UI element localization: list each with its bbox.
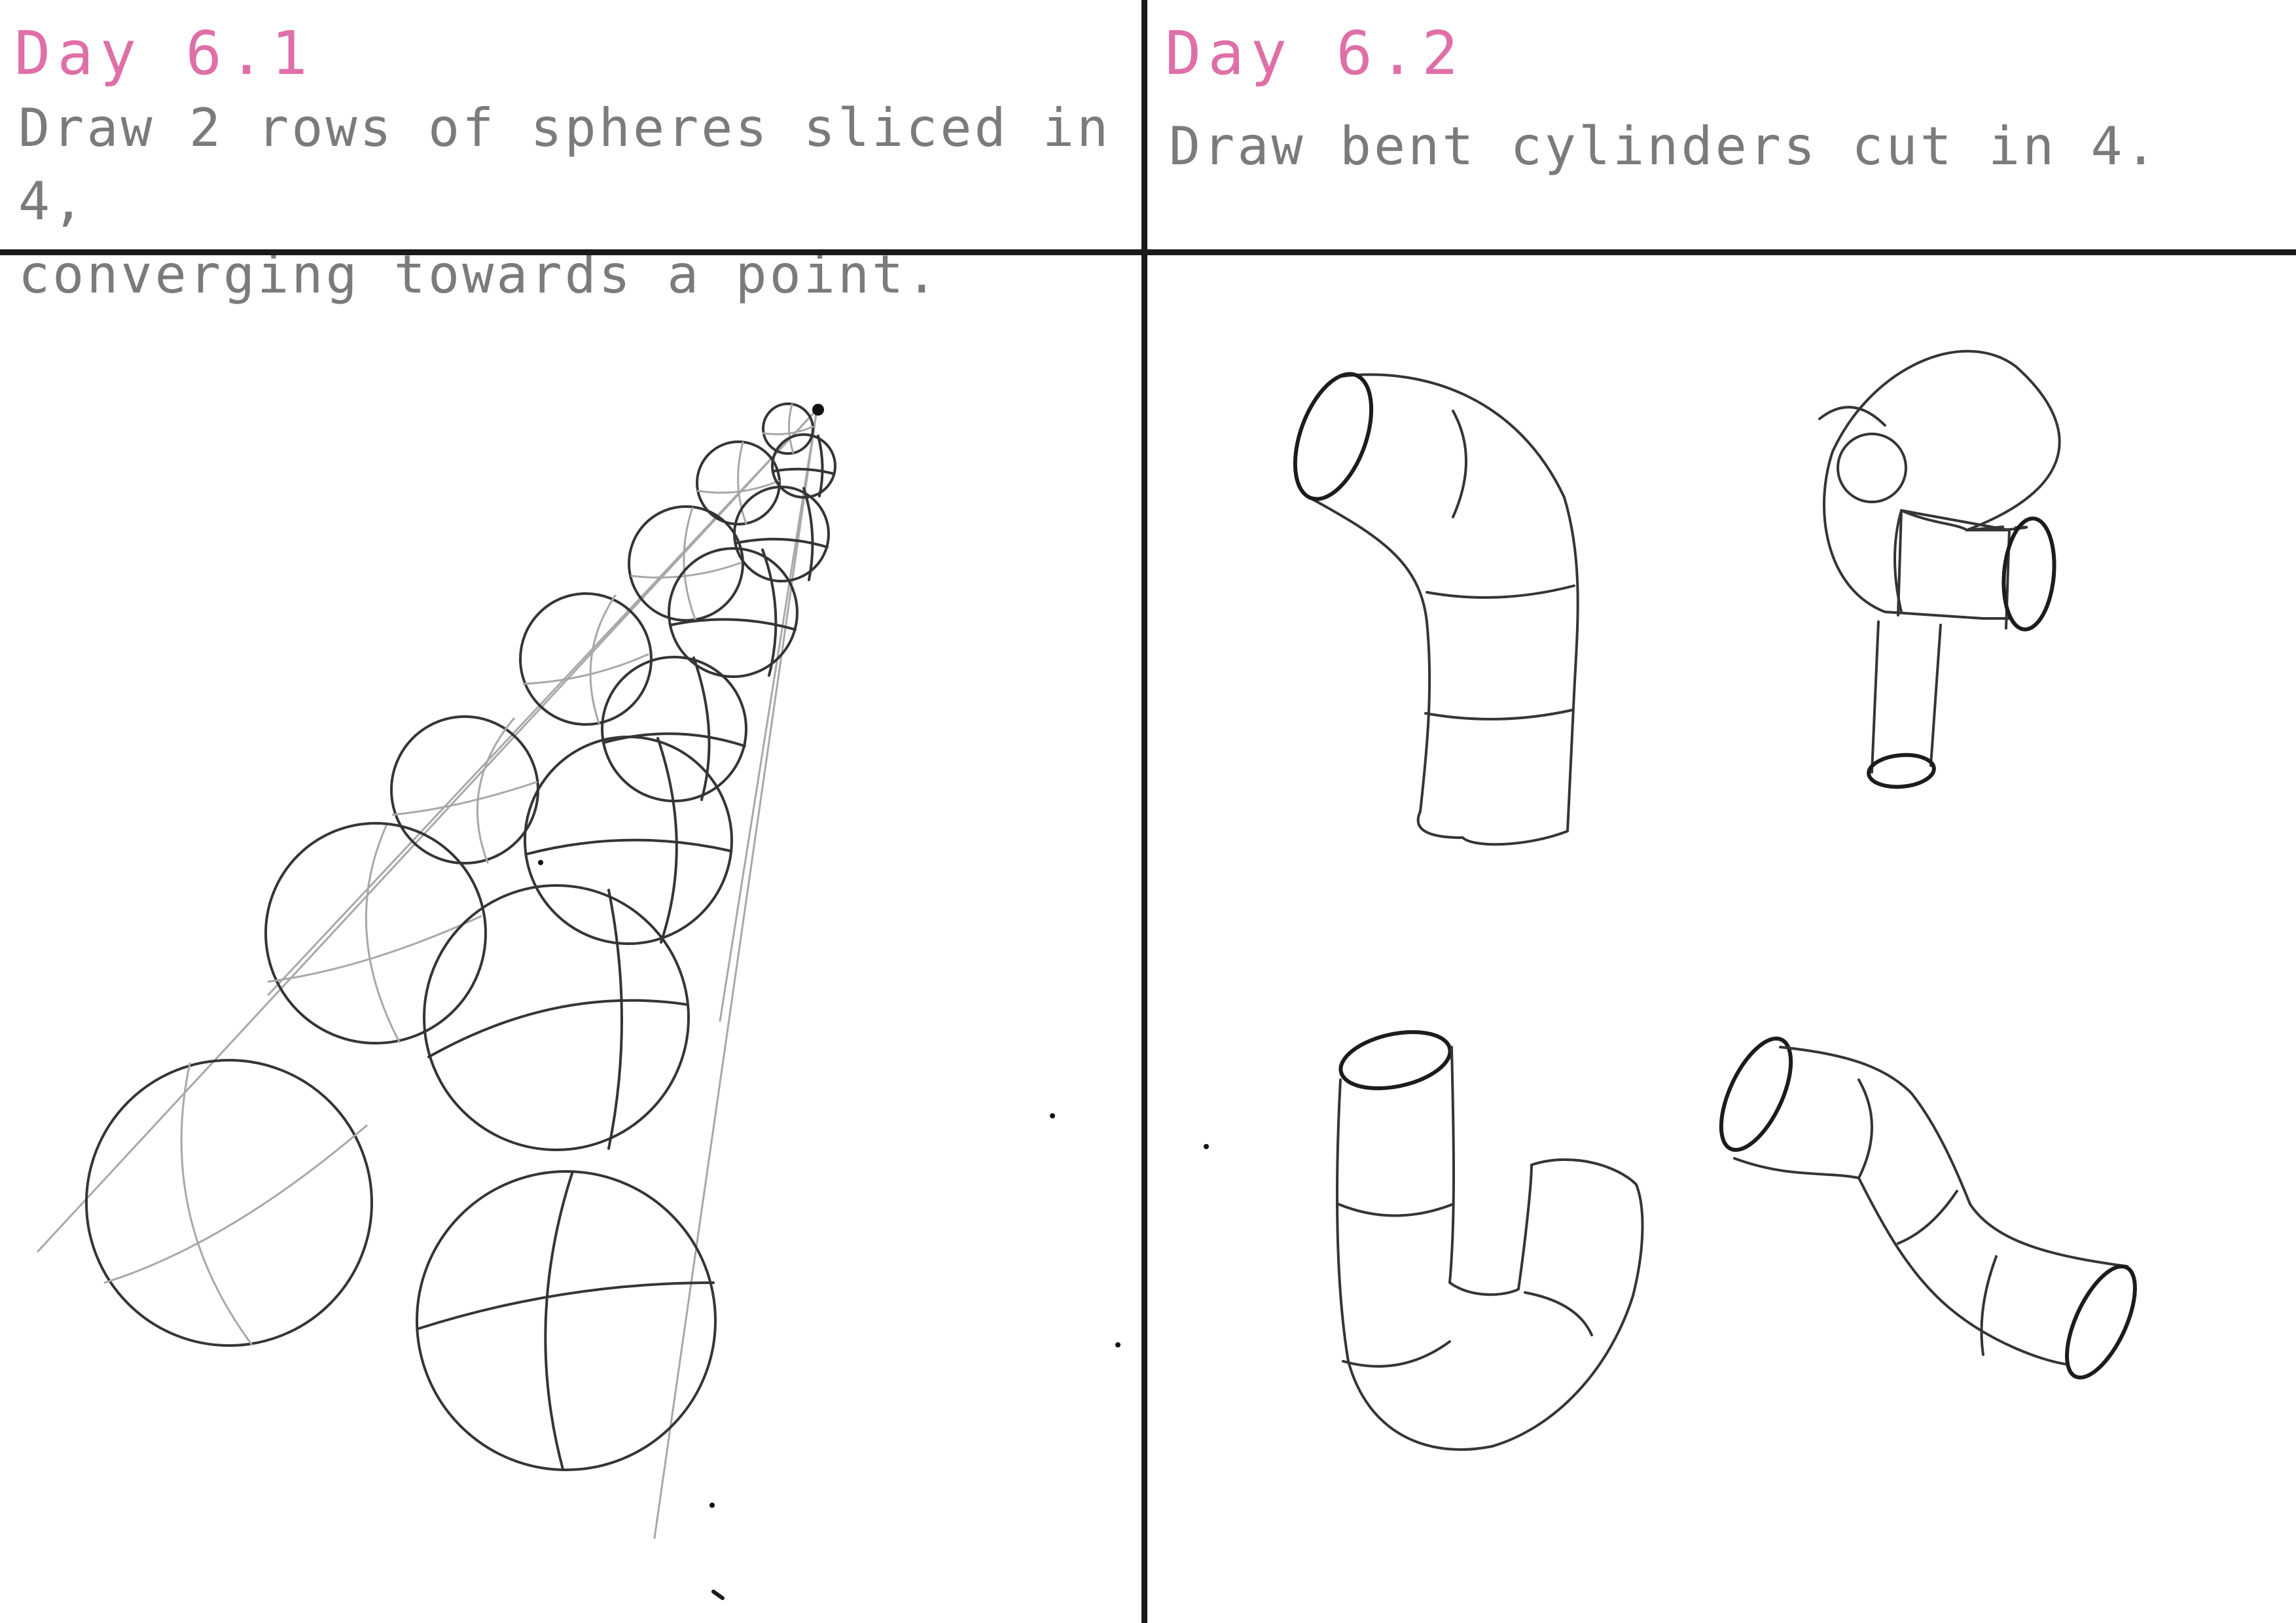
stray-marks (538, 860, 1121, 1600)
sphere (696, 440, 781, 526)
vanishing-point (812, 404, 824, 416)
sphere (601, 656, 747, 802)
sphere (416, 1170, 717, 1471)
bent-cylinder (1818, 349, 2061, 789)
sphere (668, 547, 798, 678)
sphere (423, 884, 690, 1151)
panel-instruction: Draw bent cylinders cut in 4. (1169, 110, 2159, 183)
header-divider (0, 249, 2296, 255)
perspective-guides (37, 408, 818, 1539)
bent-cylinder (1719, 1036, 2137, 1380)
sphere (519, 592, 653, 726)
instruction-line: Draw 2 rows of spheres sliced in 4, (18, 98, 1111, 232)
panel-title: Day 6.1 (14, 18, 314, 88)
instruction-line: Draw bent cylinders cut in 4. (1169, 116, 2159, 177)
sphere-row-front (416, 433, 836, 1471)
panel-header-day-6-2: Day 6.2 Draw bent cylinders cut in 4. (1151, 0, 2296, 249)
sphere (628, 505, 744, 622)
stray-marks (1204, 1144, 1209, 1149)
panel-divider (1141, 0, 1147, 1623)
sphere (264, 822, 487, 1044)
sphere (85, 1059, 373, 1347)
bent-cylinder (1293, 372, 1579, 846)
spheres-drawing (37, 402, 1121, 1600)
sphere (762, 402, 814, 455)
sphere-row-back (85, 402, 814, 1347)
sphere (771, 433, 836, 499)
panel-title: Day 6.2 (1165, 18, 1465, 88)
bent-cylinder (1336, 1030, 1644, 1451)
